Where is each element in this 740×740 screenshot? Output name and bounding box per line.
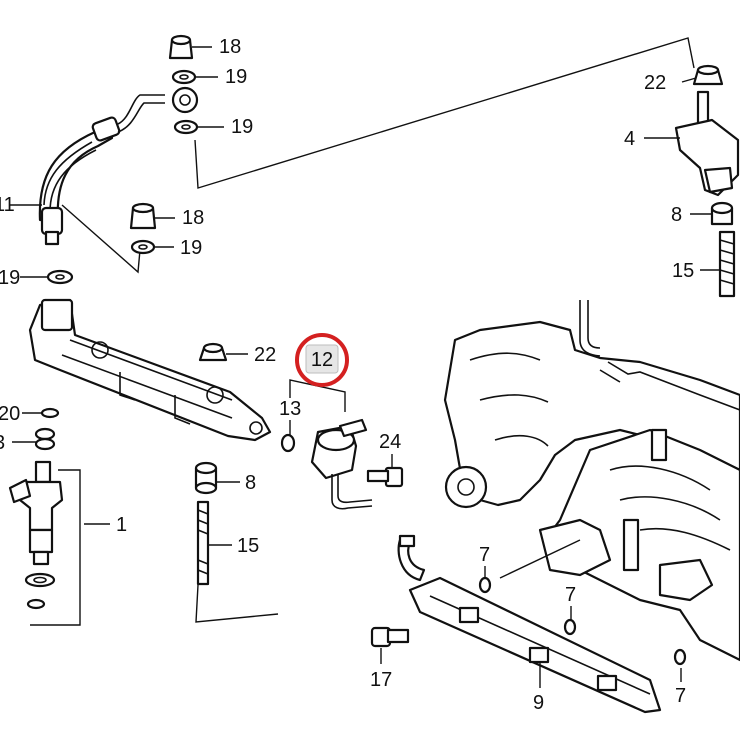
injector-seal (40, 407, 60, 419)
label-9: 9 (533, 692, 544, 714)
o-ring-7a (478, 576, 492, 594)
label-24: 24 (379, 431, 401, 453)
label-18-top: 18 (219, 36, 241, 58)
label-20: 20 (0, 403, 20, 425)
label-12: 12 (311, 349, 333, 371)
washer-left (46, 269, 74, 285)
mounting-bracket (674, 90, 740, 197)
label-22-top-right: 22 (644, 72, 666, 94)
label-7-first: 7 (479, 544, 490, 566)
spacer-collar (194, 461, 218, 495)
spacer-collar-right (710, 201, 734, 226)
o-ring-regulator (280, 433, 296, 453)
leader-lines (10, 46, 720, 688)
fuel-rail-left (28, 298, 272, 442)
flange-nut-rail (198, 342, 228, 362)
stud-bolt (196, 500, 210, 586)
washer-top-1 (171, 69, 197, 85)
highlight-box (305, 344, 339, 374)
label-18-mid: 18 (182, 207, 204, 229)
label-19-top: 19 (225, 66, 247, 88)
label-11: 11 (0, 194, 15, 216)
o-ring-7b (563, 618, 577, 636)
label-13: 13 (279, 398, 301, 420)
label-15-left: 15 (237, 535, 259, 557)
engine-block (443, 300, 740, 509)
washer-mid (130, 239, 156, 255)
connector-lines (61, 37, 695, 623)
fuel-injector (8, 460, 64, 566)
label-19-mid: 19 (180, 237, 202, 259)
label-4: 4 (624, 128, 635, 150)
label-7-second: 7 (565, 584, 576, 606)
pressure-regulator (310, 418, 373, 510)
callout-labels: 18 19 19 11 18 19 19 20 3 1 22 22 4 8 15… (0, 36, 694, 714)
label-15-right: 15 (672, 260, 694, 282)
o-ring-7c (673, 648, 687, 666)
label-7-third: 7 (675, 685, 686, 707)
bolt-regulator (366, 466, 404, 488)
injector-o-ring (24, 572, 56, 588)
stud-bolt-right (718, 230, 736, 298)
label-19-left: 19 (0, 267, 20, 289)
cap-nut-top (168, 34, 194, 60)
fuel-feed-hose (38, 86, 199, 246)
fuel-rail-right (397, 534, 662, 714)
label-1: 1 (116, 514, 127, 536)
label-22-rail: 22 (254, 344, 276, 366)
injector-seal-ring (26, 598, 46, 610)
flange-nut-top-right (692, 64, 724, 86)
bolt-17 (370, 626, 410, 648)
label-17: 17 (370, 669, 392, 691)
cap-nut-mid (129, 202, 157, 230)
label-3: 3 (0, 432, 5, 454)
washer-top-2 (173, 119, 199, 135)
label-8-left: 8 (245, 472, 256, 494)
label-19-second: 19 (231, 116, 253, 138)
bracket-injector-assembly (30, 469, 81, 626)
intake-manifold (538, 428, 740, 662)
highlight-callout-12: 12 (295, 333, 349, 387)
injector-cushion (34, 427, 56, 451)
label-8-right: 8 (671, 204, 682, 226)
